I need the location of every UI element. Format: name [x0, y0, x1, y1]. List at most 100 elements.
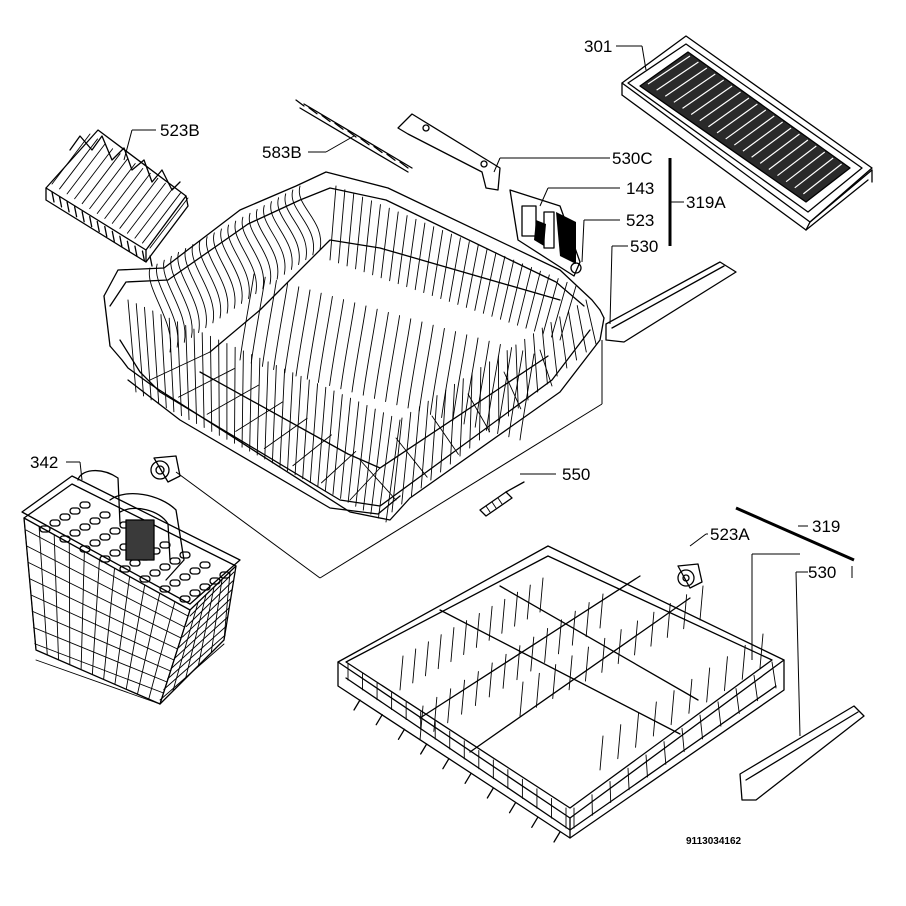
label-143: 143 — [626, 179, 654, 198]
wire-segment — [553, 831, 561, 843]
basket-back-wire — [291, 189, 315, 256]
wire-segment — [568, 655, 573, 691]
wire-segment — [321, 114, 331, 123]
basket-back-wire — [155, 263, 179, 348]
cutlery-slot — [179, 573, 191, 581]
tray-rib — [699, 91, 741, 122]
label-523A: 523A — [710, 525, 750, 544]
wire-segment — [201, 332, 205, 428]
wire-segment — [486, 787, 494, 799]
wire-segment — [516, 267, 533, 326]
wire-segment — [234, 346, 236, 444]
wire-segment — [533, 274, 550, 332]
part-labels: 301 523B 583B 530C 143 319A 523 530 342 … — [30, 37, 840, 847]
cutlery-slot — [189, 567, 201, 575]
wire-segment — [568, 310, 578, 361]
wire-segment — [645, 754, 648, 778]
plate-tine — [340, 302, 356, 390]
wire-segment — [627, 767, 630, 791]
plate-tine — [284, 286, 300, 374]
tray-rib — [768, 139, 809, 170]
tray-rib — [759, 133, 800, 164]
cutlery-slot — [209, 577, 221, 585]
label-319A: 319A — [686, 193, 726, 212]
cutlery-slot — [99, 511, 111, 519]
wire-segment — [530, 636, 535, 672]
wire-segment — [111, 172, 151, 224]
wire-segment — [395, 437, 428, 478]
basket-back-wire — [263, 205, 286, 275]
cutlery-slot — [169, 557, 181, 565]
plate-tine — [306, 292, 322, 380]
plate-tine — [452, 334, 468, 422]
label-550: 550 — [562, 465, 590, 484]
wire-segment — [449, 383, 456, 465]
wire-segment — [134, 245, 138, 257]
wire-segment — [559, 285, 577, 341]
wire-segment — [185, 594, 207, 679]
wire-segment — [73, 206, 78, 218]
tray-rib — [656, 61, 699, 91]
tray-rib — [794, 157, 834, 189]
wire-segment — [329, 185, 337, 261]
wire-segment — [375, 714, 383, 726]
wire-segment — [526, 584, 531, 620]
wire-segment — [482, 252, 497, 314]
wire-segment — [25, 529, 189, 617]
wire-segment — [51, 133, 91, 185]
wire-segment — [119, 177, 159, 229]
wire-segment — [66, 143, 106, 195]
wire-segment — [571, 610, 576, 646]
plate-tine — [407, 321, 423, 409]
wire-segment — [114, 576, 131, 685]
plate-tine — [463, 337, 479, 425]
cutlery-slot — [189, 589, 201, 597]
wire-segment — [189, 571, 235, 617]
wire-segment — [178, 598, 231, 648]
basket-back-wire — [284, 193, 307, 261]
wire-segment — [33, 627, 168, 683]
wire-segment — [461, 679, 465, 715]
tray-rib — [733, 115, 775, 146]
plate-tine — [519, 353, 535, 441]
tray-rib — [785, 151, 826, 183]
wire-segment — [294, 375, 302, 476]
wire-segment — [397, 215, 408, 285]
wire-segment — [552, 664, 557, 699]
cutlery-slot — [79, 523, 91, 531]
wire-segment — [320, 450, 357, 484]
wire-segment — [53, 534, 59, 661]
basket-back-wire — [227, 224, 250, 300]
basket-back-wire — [234, 220, 257, 295]
basket-back-wire — [248, 212, 272, 285]
wire-segment — [410, 406, 420, 497]
wire-segment — [420, 743, 428, 755]
document-number: 9113034162 — [686, 836, 742, 847]
part-523B-comb-insert — [45, 129, 189, 267]
plate-tine — [273, 283, 289, 371]
wire-segment — [440, 389, 447, 473]
cutlery-slot — [59, 535, 71, 543]
tray-rib — [742, 121, 783, 152]
wire-segment — [218, 339, 220, 436]
wire-segment — [125, 584, 146, 690]
wire-segment — [551, 281, 568, 338]
basket-back-wire — [241, 216, 265, 290]
wire-segment — [617, 629, 622, 665]
wire-segment — [412, 648, 417, 684]
part-550-screw — [479, 481, 525, 517]
plate-tine — [474, 340, 490, 428]
wire-segment — [370, 412, 384, 515]
wire-segment — [178, 368, 235, 398]
plate-tine — [250, 276, 266, 364]
cutlery-slot — [99, 533, 111, 541]
wire-segment — [134, 187, 174, 239]
cutlery-slot — [79, 501, 91, 509]
wire-segment — [699, 585, 704, 621]
wire-segment — [609, 781, 612, 803]
wire-segment — [332, 394, 343, 495]
tray-rib — [682, 79, 725, 109]
wire-segment — [81, 211, 85, 223]
cutlery-slot — [59, 513, 71, 521]
